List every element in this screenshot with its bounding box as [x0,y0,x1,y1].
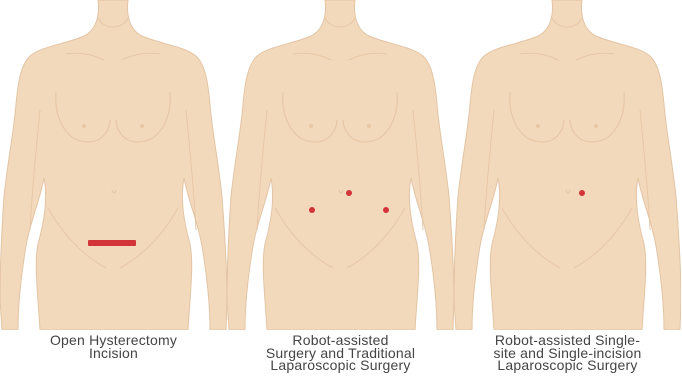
body-silhouette [454,0,681,330]
caption-line-3: Laparoscopic Surgery [227,359,454,372]
panel-open-hysterectomy: Open Hysterectomy Incision [0,0,227,383]
caption-line-2: Incision [0,347,227,360]
incision-port-left [309,207,315,213]
nipple-right [367,124,371,128]
caption: Robot-assisted Single- site and Single-i… [454,334,681,372]
incision-mark [88,240,136,246]
panel-robot-assisted-single-site: Robot-assisted Single- site and Single-i… [454,0,681,383]
nipple-right [594,124,598,128]
caption-line-3: Laparoscopic Surgery [454,359,681,372]
incision-port-navel [346,190,352,196]
body-silhouette [227,0,454,330]
nipple-left [536,124,540,128]
panel-robot-assisted-traditional: Robot-assisted Surgery and Traditional L… [227,0,454,383]
incision-port-navel [579,190,585,196]
torso-figure [0,0,227,330]
incision-port-right [383,207,389,213]
nipple-left [309,124,313,128]
body-silhouette [0,0,227,330]
caption: Open Hysterectomy Incision [0,334,227,359]
caption: Robot-assisted Surgery and Traditional L… [227,334,454,372]
torso-figure [227,0,454,330]
nipple-right [140,124,144,128]
nipple-left [82,124,86,128]
torso-figure [454,0,681,330]
